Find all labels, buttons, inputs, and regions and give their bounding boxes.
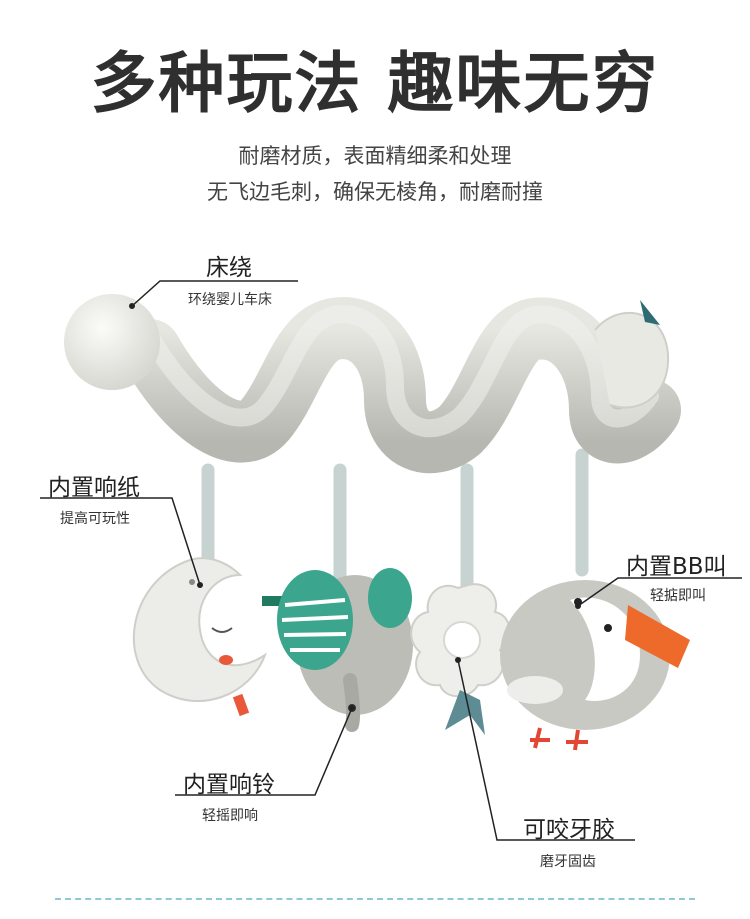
callout-bb-desc: 轻掂即叫 (650, 588, 706, 604)
elephant-plush (277, 568, 413, 732)
bird-plush (500, 580, 690, 751)
callout-bed-desc: 环绕婴儿车床 (188, 292, 272, 308)
callout-teether-label: 可咬牙胶 (523, 817, 615, 843)
teether-ring (410, 583, 511, 735)
moon-plush (132, 557, 294, 717)
callout-bell-label: 内置响铃 (183, 772, 275, 798)
callout-paper-label: 内置响纸 (48, 475, 140, 501)
subtitle-line-1: 耐磨材质，表面精细柔和处理 (238, 144, 512, 168)
spiral-body (119, 297, 681, 474)
callout-teether-desc: 磨牙固齿 (540, 854, 596, 870)
callout-paper-desc: 提高可玩性 (60, 511, 130, 527)
subtitle-line-2: 无飞边毛刺，确保无棱角，耐磨耐撞 (207, 180, 543, 204)
callout-bb-label: 内置BB叫 (626, 554, 727, 580)
bottom-dashed-divider (55, 898, 695, 900)
headline: 多种玩法 趣味无穷 (90, 45, 660, 122)
hanging-straps (201, 448, 589, 592)
plush-ball (64, 294, 160, 390)
callout-lines (40, 280, 742, 841)
callout-bed-label: 床绕 (206, 255, 252, 281)
callout-bell-desc: 轻摇即响 (202, 808, 258, 824)
